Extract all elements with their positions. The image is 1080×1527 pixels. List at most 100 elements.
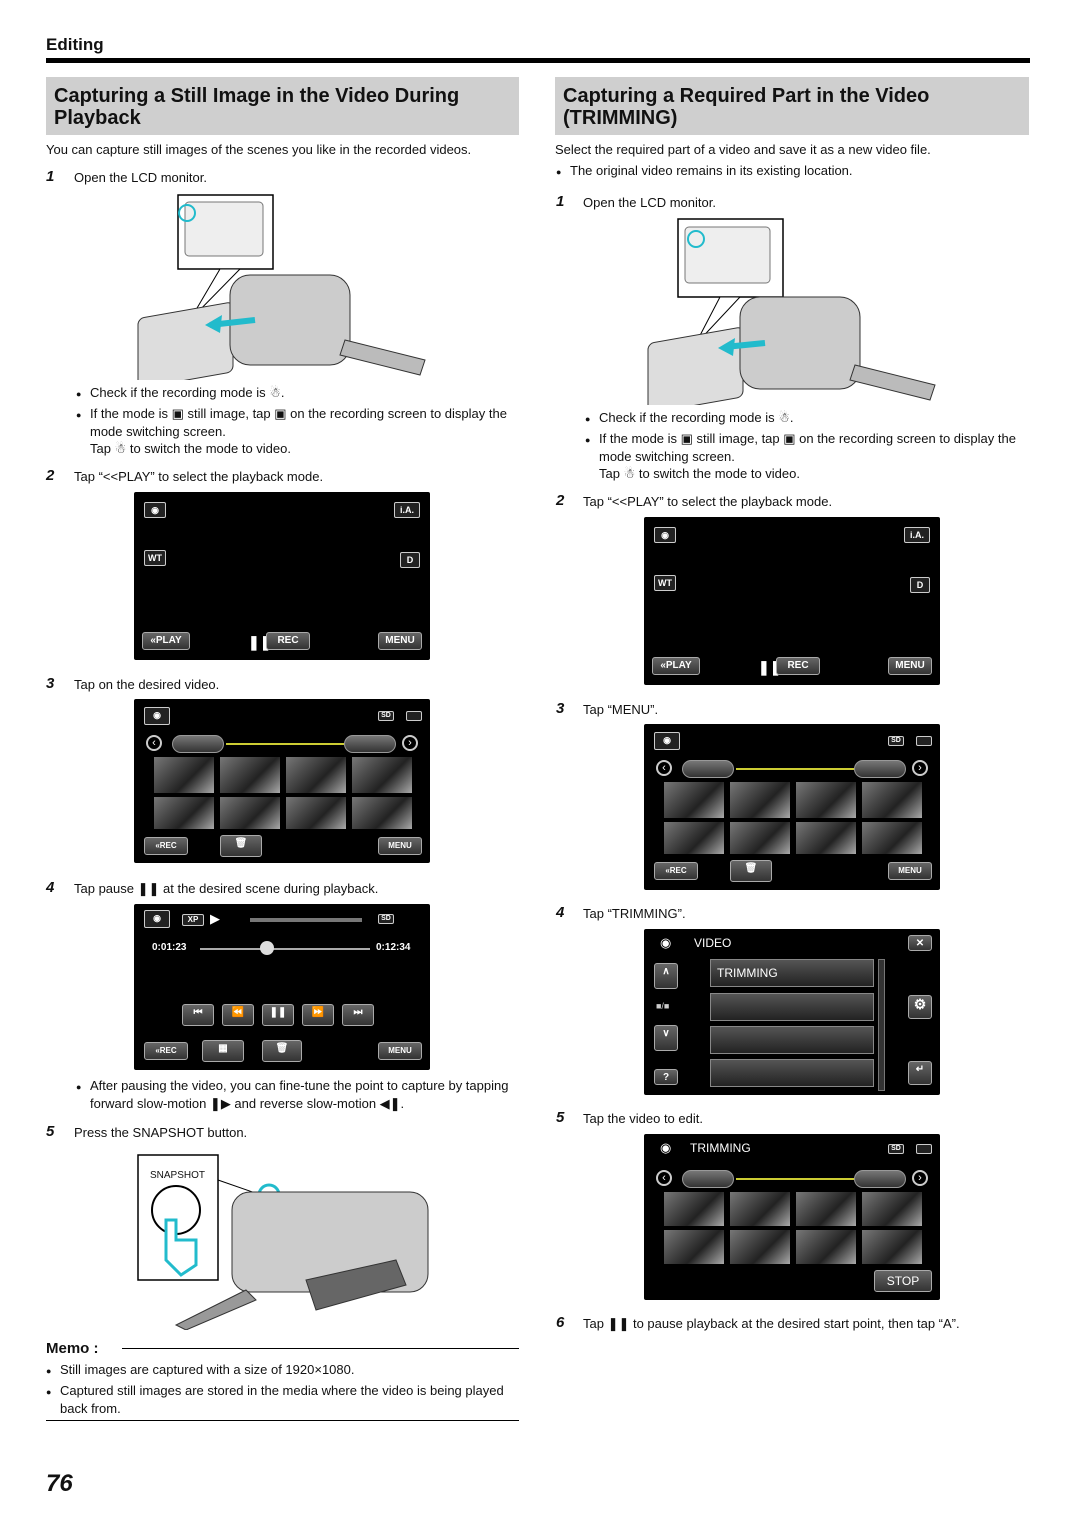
date-pill-right[interactable] bbox=[854, 760, 906, 778]
trash-icon[interactable]: 🗑 bbox=[262, 1040, 302, 1062]
video-thumbnail[interactable] bbox=[862, 822, 922, 854]
seek-knob[interactable] bbox=[260, 941, 274, 955]
play-status-icon: ▶ bbox=[210, 911, 220, 926]
trash-icon[interactable]: 🗑 bbox=[220, 835, 262, 857]
back-icon[interactable]: ↵ bbox=[908, 1061, 932, 1085]
video-mode-icon[interactable]: ◉ bbox=[654, 527, 676, 543]
sd-icon: SD bbox=[378, 711, 394, 721]
left-bullet-4: After pausing the video, you can fine-tu… bbox=[76, 1077, 520, 1113]
trash-icon[interactable]: 🗑 bbox=[730, 860, 772, 882]
sd-icon: SD bbox=[888, 736, 904, 746]
timeline-bar[interactable] bbox=[736, 768, 854, 770]
video-thumbnail[interactable] bbox=[796, 1192, 856, 1226]
next-page-icon[interactable]: › bbox=[402, 735, 418, 751]
next-page-icon[interactable]: › bbox=[912, 1170, 928, 1186]
video-thumbnail[interactable] bbox=[286, 797, 346, 829]
d-icon: D bbox=[400, 552, 420, 568]
play-button[interactable]: «PLAY bbox=[142, 632, 190, 650]
menu-item-trimming[interactable]: TRIMMING bbox=[710, 959, 874, 987]
right-intro-bullet: The original video remains in its existi… bbox=[556, 162, 1030, 181]
video-thumbnail[interactable] bbox=[154, 797, 214, 829]
video-thumbnail[interactable] bbox=[730, 782, 790, 818]
video-thumbnail[interactable] bbox=[664, 1192, 724, 1226]
video-mode-icon[interactable]: ◉ bbox=[144, 910, 170, 928]
video-thumbnail[interactable] bbox=[220, 757, 280, 793]
video-thumbnail[interactable] bbox=[154, 757, 214, 793]
menu-button[interactable]: MENU bbox=[888, 657, 932, 675]
scrollbar[interactable] bbox=[878, 959, 885, 1091]
d-icon: D bbox=[910, 577, 930, 593]
stop-button[interactable]: STOP bbox=[874, 1270, 932, 1292]
close-icon[interactable]: ✕ bbox=[908, 935, 932, 951]
rewind-icon[interactable]: ⏪ bbox=[222, 1004, 254, 1026]
battery-icon bbox=[916, 1144, 932, 1154]
play-button[interactable]: «PLAY bbox=[652, 657, 700, 675]
right-step5-text: Tap the video to edit. bbox=[583, 1111, 703, 1126]
menu-item[interactable] bbox=[710, 993, 874, 1021]
date-pill-left[interactable] bbox=[682, 1170, 734, 1188]
prev-page-icon[interactable]: ‹ bbox=[656, 760, 672, 776]
video-thumbnail[interactable] bbox=[862, 1192, 922, 1226]
right-section-title: Capturing a Required Part in the Video (… bbox=[555, 77, 1029, 135]
video-thumbnail[interactable] bbox=[286, 757, 346, 793]
menu-item[interactable] bbox=[710, 1026, 874, 1054]
scroll-down-icon[interactable]: ∨ bbox=[654, 1025, 678, 1051]
date-pill-left[interactable] bbox=[682, 760, 734, 778]
prev-page-icon[interactable]: ‹ bbox=[146, 735, 162, 751]
date-pill-left[interactable] bbox=[172, 735, 224, 753]
xp-icon: XP bbox=[182, 914, 204, 926]
video-thumbnail[interactable] bbox=[664, 822, 724, 854]
next-page-icon[interactable]: › bbox=[912, 760, 928, 776]
video-thumbnail[interactable] bbox=[220, 797, 280, 829]
video-thumbnail[interactable] bbox=[352, 797, 412, 829]
wt-icon[interactable]: WT bbox=[654, 575, 676, 591]
wt-icon[interactable]: WT bbox=[144, 550, 166, 566]
skip-forward-icon[interactable]: ⏭ bbox=[342, 1004, 374, 1026]
video-thumbnail[interactable] bbox=[730, 1230, 790, 1264]
fast-forward-icon[interactable]: ⏩ bbox=[302, 1004, 334, 1026]
menu-button[interactable]: MENU bbox=[888, 862, 932, 880]
date-pill-right[interactable] bbox=[344, 735, 396, 753]
rec-button[interactable]: REC bbox=[776, 657, 820, 675]
timeline-bar[interactable] bbox=[226, 743, 344, 745]
timeline-bar[interactable] bbox=[736, 1178, 854, 1180]
rec-button[interactable]: REC bbox=[266, 632, 310, 650]
rec-back-button[interactable]: «REC bbox=[144, 1042, 188, 1060]
menu-item[interactable] bbox=[710, 1059, 874, 1087]
left-bullet-1: Check if the recording mode is ☃. bbox=[76, 384, 520, 403]
video-thumbnail[interactable] bbox=[730, 1192, 790, 1226]
video-thumbnail[interactable] bbox=[862, 1230, 922, 1264]
video-thumbnail[interactable] bbox=[862, 782, 922, 818]
index-grid-icon[interactable]: ▦ bbox=[202, 1040, 244, 1062]
video-thumbnail[interactable] bbox=[352, 757, 412, 793]
left-step3-text: Tap on the desired video. bbox=[74, 677, 220, 692]
video-index-screen: ◉ SD ‹ › «REC 🗑 MENU bbox=[644, 724, 940, 890]
help-icon[interactable]: ? bbox=[654, 1069, 678, 1085]
right-step2-num: 2 bbox=[556, 492, 565, 509]
rec-back-button[interactable]: «REC bbox=[144, 837, 188, 855]
seek-bar[interactable] bbox=[200, 948, 370, 950]
scroll-up-icon[interactable]: ∧ bbox=[654, 963, 678, 989]
menu-button[interactable]: MENU bbox=[378, 632, 422, 650]
video-mode-icon[interactable]: ◉ bbox=[144, 502, 166, 518]
video-thumbnail[interactable] bbox=[664, 782, 724, 818]
date-pill-right[interactable] bbox=[854, 1170, 906, 1188]
gear-icon[interactable]: ⚙ bbox=[908, 995, 932, 1019]
video-thumbnail[interactable] bbox=[796, 1230, 856, 1264]
pause-button-icon[interactable]: ❚❚ bbox=[262, 1004, 294, 1026]
menu-button[interactable]: MENU bbox=[378, 837, 422, 855]
menu-button[interactable]: MENU bbox=[378, 1042, 422, 1060]
video-thumbnail[interactable] bbox=[796, 822, 856, 854]
prev-page-icon[interactable]: ‹ bbox=[656, 1170, 672, 1186]
skip-back-icon[interactable]: ⏮ bbox=[182, 1004, 214, 1026]
video-thumbnail[interactable] bbox=[730, 822, 790, 854]
right-step3-text: Tap “MENU”. bbox=[583, 702, 659, 717]
video-mode-icon[interactable]: ◉ bbox=[654, 732, 680, 750]
video-thumbnail[interactable] bbox=[796, 782, 856, 818]
pause-icon: ❚❚ bbox=[248, 634, 272, 650]
video-thumbnail[interactable] bbox=[664, 1230, 724, 1264]
rec-back-button[interactable]: «REC bbox=[654, 862, 698, 880]
video-mode-icon: ◉ bbox=[660, 1140, 672, 1155]
right-intro: Select the required part of a video and … bbox=[555, 142, 931, 157]
video-mode-icon[interactable]: ◉ bbox=[144, 707, 170, 725]
